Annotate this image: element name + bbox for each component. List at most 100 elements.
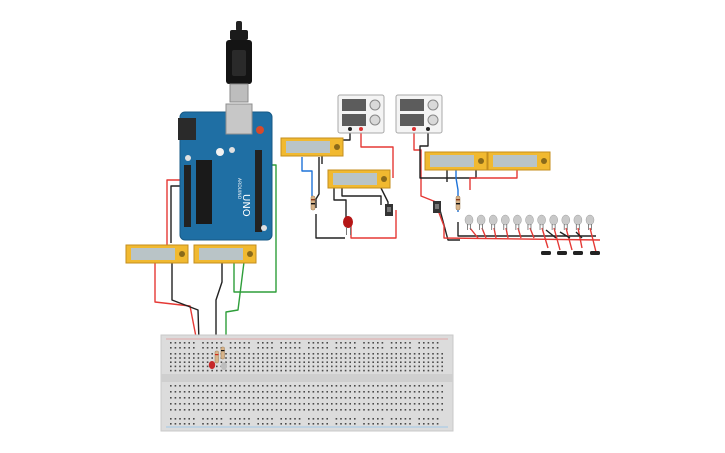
breadboard-hole: [335, 347, 338, 349]
wire-blue[interactable]: [301, 157, 313, 196]
breadboard-hole: [229, 369, 232, 372]
breadboard-hole: [432, 347, 434, 349]
wire-black[interactable]: [215, 262, 223, 350]
breadboard-hole: [404, 391, 407, 393]
slide-switch-mid[interactable]: [385, 204, 393, 216]
wire-red[interactable]: [360, 133, 394, 178]
breadboard-hole: [271, 391, 273, 393]
wire-red[interactable]: [166, 179, 182, 250]
breadboard-led-red[interactable]: [208, 361, 216, 369]
breadboard-hole: [174, 361, 177, 363]
diode[interactable]: [541, 251, 551, 255]
breadboard-hole: [390, 353, 393, 355]
breadboard-hole: [202, 409, 204, 411]
breadboard-hole: [211, 403, 213, 405]
white-led[interactable]: [561, 214, 571, 230]
power-supply-right[interactable]: [395, 94, 443, 134]
resistor[interactable]: [455, 195, 461, 211]
breadboard-hole: [308, 418, 310, 420]
breadboard-hole: [423, 353, 425, 355]
white-led[interactable]: [501, 214, 510, 230]
breadboard-hole: [427, 357, 430, 359]
breadboard-hole: [331, 353, 333, 355]
breadboard-hole: [308, 361, 310, 363]
breadboard-hole: [395, 403, 397, 405]
wire-black[interactable]: [315, 157, 320, 208]
breadboard-hole: [358, 369, 361, 372]
wire-red[interactable]: [469, 170, 518, 190]
white-led[interactable]: [488, 214, 498, 230]
breadboard-resistor[interactable]: [220, 346, 225, 360]
breadboard-hole: [409, 397, 411, 399]
breadboard-resistor[interactable]: [214, 350, 219, 364]
wire-black[interactable]: [315, 214, 345, 239]
breadboard-hole: [262, 369, 264, 372]
wire-red[interactable]: [541, 227, 597, 253]
breadboard-hole: [285, 403, 287, 405]
diode[interactable]: [573, 251, 583, 255]
white-led[interactable]: [537, 214, 546, 230]
breadboard-hole: [390, 423, 393, 425]
wire-red[interactable]: [413, 133, 437, 203]
wire-black[interactable]: [333, 188, 347, 218]
power-supply-mid[interactable]: [337, 94, 385, 134]
wire-red[interactable]: [469, 227, 535, 239]
breadboard-hole: [183, 418, 186, 420]
white-led[interactable]: [525, 214, 534, 230]
breadboard-hole: [427, 361, 430, 363]
breadboard[interactable]: [160, 334, 454, 432]
red-led[interactable]: [343, 216, 353, 235]
resistor[interactable]: [310, 195, 316, 211]
wire-red[interactable]: [154, 262, 198, 343]
lcd-module-right-bottom[interactable]: [193, 244, 257, 264]
breadboard-hole: [312, 365, 315, 368]
breadboard-hole: [317, 357, 319, 359]
arduino-uno-board[interactable]: ARDUINO UNO: [178, 103, 273, 241]
white-led[interactable]: [464, 214, 474, 230]
slide-switch-right[interactable]: [433, 201, 441, 213]
white-led[interactable]: [549, 214, 558, 230]
diode[interactable]: [557, 251, 567, 255]
breadboard-led-white[interactable]: [221, 362, 227, 370]
wire-green[interactable]: [225, 261, 245, 348]
lcd-module-right-1[interactable]: [424, 151, 488, 171]
white-led[interactable]: [476, 214, 486, 230]
wire-black[interactable]: [171, 262, 200, 343]
wire-black[interactable]: [170, 185, 182, 243]
wire-black[interactable]: [457, 222, 596, 237]
diode[interactable]: [590, 251, 600, 255]
breadboard-hole: [170, 365, 172, 368]
breadboard-hole: [252, 385, 255, 387]
breadboard-hole: [202, 353, 204, 355]
white-led[interactable]: [513, 214, 522, 230]
usb-cable[interactable]: [226, 21, 252, 103]
wire-black[interactable]: [341, 188, 382, 205]
breadboard-hole: [308, 391, 310, 393]
breadboard-hole: [441, 361, 443, 363]
breadboard-hole: [441, 357, 443, 359]
lcd-module-mid-top[interactable]: [280, 137, 344, 157]
breadboard-hole: [344, 385, 347, 387]
wire-black[interactable]: [419, 133, 477, 179]
wire-black[interactable]: [545, 229, 583, 239]
breadboard-hole: [377, 365, 379, 368]
breadboard-hole: [381, 347, 384, 349]
reset-button[interactable]: [256, 126, 264, 134]
breadboard-hole: [252, 361, 255, 363]
white-led[interactable]: [585, 214, 595, 230]
breadboard-hole: [294, 353, 296, 355]
breadboard-hole: [211, 369, 213, 372]
breadboard-hole: [436, 357, 439, 359]
lcd-module-left-bottom[interactable]: [125, 244, 189, 264]
lcd-module-right-2[interactable]: [487, 151, 551, 171]
breadboard-hole: [423, 385, 425, 387]
lcd-module-mid-bottom[interactable]: [327, 169, 391, 189]
white-led[interactable]: [573, 214, 583, 230]
breadboard-hole: [400, 418, 402, 420]
wire-black[interactable]: [439, 209, 460, 241]
breadboard-hole: [427, 385, 430, 387]
breadboard-hole: [363, 418, 365, 420]
breadboard-hole: [206, 423, 209, 425]
wire-red[interactable]: [435, 204, 601, 241]
